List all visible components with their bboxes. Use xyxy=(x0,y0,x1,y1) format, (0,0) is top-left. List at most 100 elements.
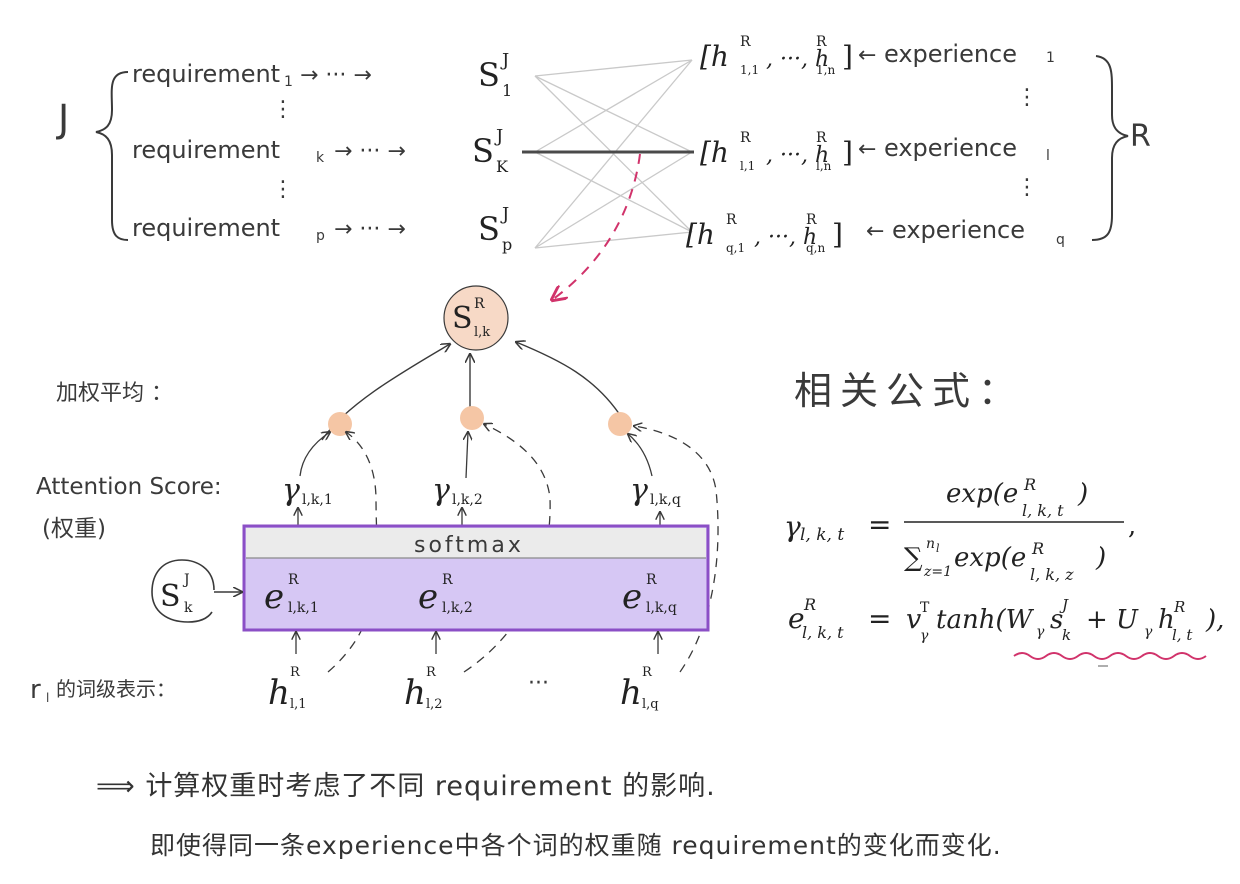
exp-arrow: ← xyxy=(858,43,876,68)
svg-text:R: R xyxy=(646,572,657,588)
rl-suffix: 的词级表示： xyxy=(56,677,176,701)
svg-text:): ) xyxy=(1077,479,1088,509)
weight-dot-2 xyxy=(460,406,484,430)
formula-softmax: γ l, k, t = exp(e R l, k, t ) ∑ n l z=1 … xyxy=(784,475,1136,584)
svg-text:R: R xyxy=(803,595,816,614)
weighted-average-label: 加权平均 ： xyxy=(56,381,173,406)
svg-text:l,k,1: l,k,1 xyxy=(288,600,319,616)
vdots-right-1: ⋮ xyxy=(1016,85,1038,110)
hidden-q: h R l,q xyxy=(620,665,659,713)
svg-text:∑: ∑ xyxy=(904,543,923,573)
arrow-gamma3-to-dot xyxy=(628,434,653,477)
requirement-row-k: requirement k → ··· → S J K xyxy=(132,126,509,176)
svg-text:R: R xyxy=(288,572,299,588)
svg-text:T: T xyxy=(920,600,930,616)
exp-arrow: ← xyxy=(858,137,876,162)
svg-text:exp(e: exp(e xyxy=(954,543,1026,573)
experience-text: experience xyxy=(884,134,1017,162)
experience-row-1: [h R 1,1 , ···, h R 1,n ] ← experience 1 xyxy=(700,34,1055,77)
hidden-dots: ··· xyxy=(528,671,549,696)
svg-text:): ) xyxy=(1095,543,1106,573)
requirement-sub: p xyxy=(316,228,325,244)
experience-text: experience xyxy=(884,40,1017,68)
requirement-text: requirement xyxy=(132,60,280,88)
svg-text:e: e xyxy=(788,602,805,635)
score-node-circle xyxy=(443,285,509,351)
svg-text:R: R xyxy=(642,665,653,680)
svg-text:e: e xyxy=(264,577,284,617)
energy-1: e R l,k,1 xyxy=(264,572,319,617)
vec-mid: , ···, h xyxy=(754,225,817,250)
vec-mid: , ···, h xyxy=(766,143,829,168)
s-j-base: S xyxy=(478,56,500,94)
svg-text:l, k, t: l, k, t xyxy=(1022,501,1064,520)
svg-text:e: e xyxy=(418,577,438,617)
hidden-1: h R l,1 xyxy=(268,665,307,713)
s-j-sup: J xyxy=(500,204,509,225)
pink-dashed-arrow xyxy=(552,153,641,300)
svg-text:k: k xyxy=(1062,626,1071,644)
svg-text:h: h xyxy=(268,673,290,713)
svg-text:R: R xyxy=(1173,598,1185,616)
hidden-2: h R l,2 xyxy=(404,665,443,713)
formula-energy: e R l, k, t = v T γ tanh(W γ s J k + U γ… xyxy=(788,595,1224,644)
sk-input-sub: k xyxy=(184,600,193,616)
svg-text:l, k, t: l, k, t xyxy=(800,525,844,545)
svg-text:l,1: l,1 xyxy=(290,697,307,712)
arrow-dot3-to-node xyxy=(516,342,623,419)
s-j-sup: J xyxy=(500,50,509,71)
svg-text:l: l xyxy=(936,542,940,555)
svg-text:z=1: z=1 xyxy=(923,564,952,580)
gamma-2: γ l,k,2 xyxy=(432,473,483,508)
svg-text:R: R xyxy=(442,572,453,588)
gamma-1: γ l,k,1 xyxy=(282,473,333,508)
svg-text:l, k, t: l, k, t xyxy=(802,623,844,642)
svg-text:l,k,q: l,k,q xyxy=(650,492,681,508)
experience-row-l: [h R l,1 , ···, h R l,n ] ← experience l xyxy=(700,130,1050,173)
svg-text:=: = xyxy=(868,602,891,635)
svg-text:γ: γ xyxy=(1036,624,1045,640)
experience-text: experience xyxy=(892,216,1025,244)
svg-text:R: R xyxy=(426,665,437,680)
s-j-sub: K xyxy=(496,157,509,176)
requirement-text: requirement xyxy=(132,136,280,164)
svg-text:),: ), xyxy=(1205,605,1224,635)
s-j-sub: 1 xyxy=(502,81,512,100)
arrow-gamma1-to-dot xyxy=(299,432,330,477)
vec-sup: R xyxy=(740,130,751,146)
s-j-sup: J xyxy=(494,126,503,147)
s-j-base: S xyxy=(478,210,500,248)
svg-text:γ: γ xyxy=(1144,624,1153,640)
svg-text:l,k,1: l,k,1 xyxy=(302,492,333,508)
left-brace xyxy=(95,71,129,241)
vec-sup: R xyxy=(726,212,737,228)
formula-section: 相关公式： γ l, k, t = exp(e R l, k, t ) ∑ n … xyxy=(784,369,1224,667)
svg-text:l,k,2: l,k,2 xyxy=(452,492,483,508)
attention-weight-label: (权重) xyxy=(42,516,106,542)
vec-open: [h xyxy=(686,218,715,251)
formula-heading: 相关公式： xyxy=(794,369,1024,413)
svg-text:n: n xyxy=(926,536,935,552)
svg-text:=: = xyxy=(868,508,891,541)
s-j-sub: p xyxy=(502,235,512,254)
top-section: J requirement 1 → ··· → S J 1 ⋮ requirem… xyxy=(56,34,1151,300)
svg-text:R: R xyxy=(1031,539,1044,558)
requirement-sub: 1 xyxy=(284,74,293,90)
vec-close: ] xyxy=(832,218,843,251)
experience-sub: l xyxy=(1046,148,1050,164)
r-label: R xyxy=(1130,119,1151,154)
gamma-q: γ l,k,q xyxy=(630,473,681,508)
svg-text:exp(e: exp(e xyxy=(946,479,1018,509)
svg-text:l,k,2: l,k,2 xyxy=(442,600,473,616)
svg-text:l,2: l,2 xyxy=(426,697,443,712)
vdots-left-1: ⋮ xyxy=(272,97,294,122)
rl-label: r xyxy=(30,675,41,705)
svg-text:γ: γ xyxy=(282,473,300,508)
sk-input-base: S xyxy=(160,579,181,614)
vec-end-sub: l,n xyxy=(816,159,832,173)
vec-sup: R xyxy=(740,34,751,50)
vec-close: ] xyxy=(842,136,853,169)
right-brace xyxy=(1091,55,1129,241)
requirement-arrow: → ··· → xyxy=(334,217,406,242)
svg-text:γ: γ xyxy=(432,473,450,508)
